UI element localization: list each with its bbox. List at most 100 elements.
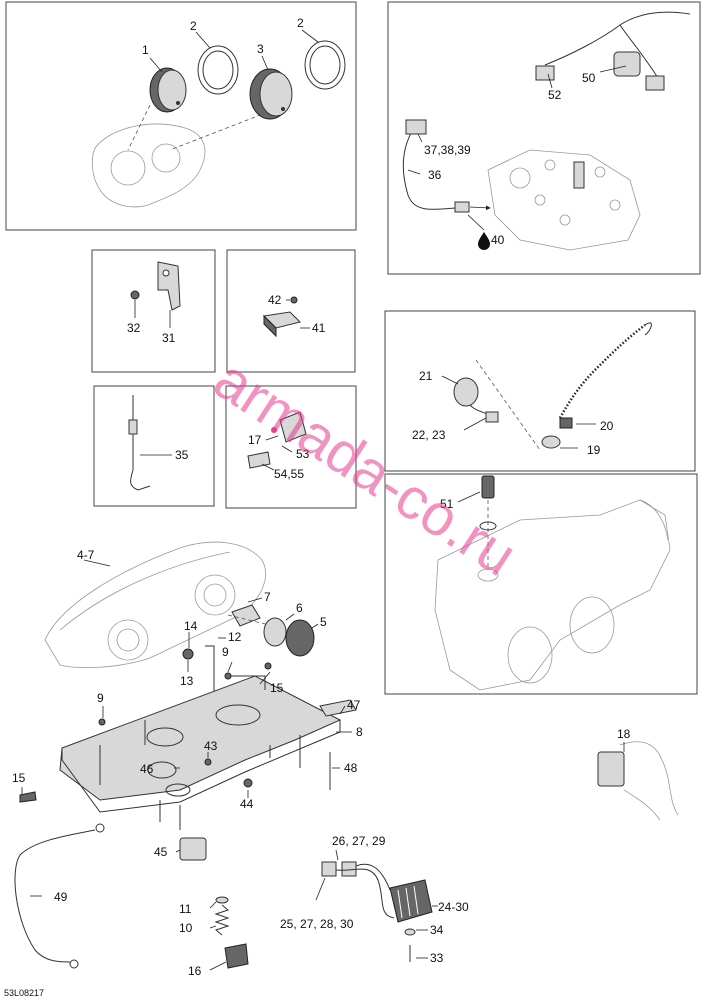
gauge-bezel-ring-2a <box>197 45 239 95</box>
callout-26-27-29: 26, 27, 29 <box>332 834 386 848</box>
callout-40: 40 <box>491 233 505 247</box>
gauge-1 <box>149 67 187 113</box>
switch-connector-22 <box>485 411 499 423</box>
callout-25-27-28-30: 25, 27, 28, 30 <box>280 917 354 931</box>
panel-probe-frame <box>93 385 215 507</box>
callout-34: 34 <box>430 923 444 937</box>
switch-16 <box>224 943 249 969</box>
screw-9a <box>224 672 232 680</box>
dash-cluster-outline <box>91 123 206 208</box>
callout-14: 14 <box>184 619 198 633</box>
callout-41: 41 <box>312 321 326 335</box>
panel-relay-frame <box>226 249 356 373</box>
coil-cord-20 <box>558 324 646 419</box>
screw-32 <box>130 290 140 300</box>
panel-temperature-sensor-frame <box>387 1 701 275</box>
tether-switch-21 <box>453 377 479 407</box>
callout-54-55: 54,55 <box>274 467 304 481</box>
callout-13: 13 <box>180 674 194 688</box>
callout-2b: 2 <box>297 16 304 30</box>
callout-12: 12 <box>228 630 242 644</box>
gauge-bezel-ring-2b <box>304 40 346 90</box>
callout-46: 46 <box>140 762 154 776</box>
panel-tether-switch: 21 22, 23 20 19 <box>384 310 696 472</box>
mounting-plate-assembly: 9 15 47 8 9 15 43 46 48 44 45 49 11 10 1… <box>12 645 363 978</box>
headlight-lens-right <box>194 574 236 616</box>
callout-19: 19 <box>587 443 601 457</box>
sensor-cable-36 <box>402 127 456 210</box>
panel-probe: 35 <box>93 385 215 507</box>
panel-tether-switch-frame <box>384 310 696 472</box>
callout-50: 50 <box>582 71 596 85</box>
rubber-cover-5 <box>285 619 315 657</box>
callout-31: 31 <box>162 331 176 345</box>
callout-8: 8 <box>356 725 363 739</box>
panel-switch-assembly: 17 53 54,55 <box>225 385 357 509</box>
callout-15a: 15 <box>270 681 284 695</box>
panel-bracket-frame <box>91 249 216 373</box>
callout-45: 45 <box>154 845 168 859</box>
reference-code: 53L08217 <box>4 988 44 998</box>
connector-52 <box>535 65 555 81</box>
gauge1-dash-line <box>127 104 151 151</box>
dash-cluster-hole-left <box>110 150 146 186</box>
callout-49: 49 <box>54 890 68 904</box>
air-temp-sensor-51 <box>481 475 495 499</box>
callout-9a: 9 <box>222 645 229 659</box>
screw-42 <box>290 296 298 304</box>
bulb-7 <box>231 604 261 627</box>
harness-connector-group: 18 <box>597 727 679 821</box>
callout-1: 1 <box>142 43 149 57</box>
gauge3-dash-line <box>169 111 269 151</box>
ground-wire-49 <box>14 829 96 963</box>
callout-44: 44 <box>240 797 254 811</box>
callout-37-38-39: 37,38,39 <box>424 143 471 157</box>
harness-connector-18 <box>597 751 625 787</box>
switch-plug-54 <box>247 451 271 469</box>
airbox-port-left <box>507 626 553 684</box>
connector-25 <box>321 861 337 877</box>
gauge-bezel-ring-2a-inner <box>202 50 234 90</box>
callout-16: 16 <box>188 964 202 978</box>
headlight-housing-4-7 <box>44 541 266 668</box>
callout-52: 52 <box>548 88 562 102</box>
nut-44 <box>243 778 253 788</box>
callout-3: 3 <box>257 42 264 56</box>
callout-21: 21 <box>419 369 433 383</box>
bracket-31 <box>157 261 181 311</box>
dash-cluster-hole-right <box>151 143 181 173</box>
callout-5: 5 <box>320 615 327 629</box>
callout-15b: 15 <box>12 771 26 785</box>
screw-9b <box>98 718 106 726</box>
sensor-plug-50 <box>613 51 641 77</box>
probe-elbow <box>130 469 151 491</box>
label-plate-47 <box>319 699 357 717</box>
callout-51: 51 <box>440 497 454 511</box>
spring-10 <box>214 904 230 936</box>
panel-gauges-frame <box>5 1 357 231</box>
regulator-assembly: 26, 27, 29 25, 27, 28, 30 24-30 34 33 <box>280 834 469 965</box>
callout-42: 42 <box>268 293 282 307</box>
callout-4-7: 4-7 <box>77 548 95 562</box>
tether-cap-19 <box>541 435 561 449</box>
oil-drop-icon <box>478 232 490 250</box>
harness-cable-18 <box>619 741 679 816</box>
callout-35: 35 <box>175 448 189 462</box>
bulb-socket-6 <box>263 617 287 647</box>
switch-body-17 <box>279 411 307 443</box>
tether-key-20 <box>559 417 573 429</box>
washer-34 <box>404 928 416 936</box>
panel-bracket: 32 31 <box>91 249 216 373</box>
spark-plug-post <box>573 161 585 189</box>
screw-15a <box>264 662 272 670</box>
callout-33: 33 <box>430 951 444 965</box>
callout-32: 32 <box>127 321 141 335</box>
panel-gauges: 1 2 3 2 <box>5 1 357 231</box>
airbox-port-right <box>569 596 615 654</box>
callout-18: 18 <box>617 727 631 741</box>
switch-pin-53 <box>271 427 277 433</box>
sensor-connector-37 <box>405 119 427 135</box>
relay-45 <box>179 837 207 861</box>
engine-head-outline <box>487 149 641 251</box>
